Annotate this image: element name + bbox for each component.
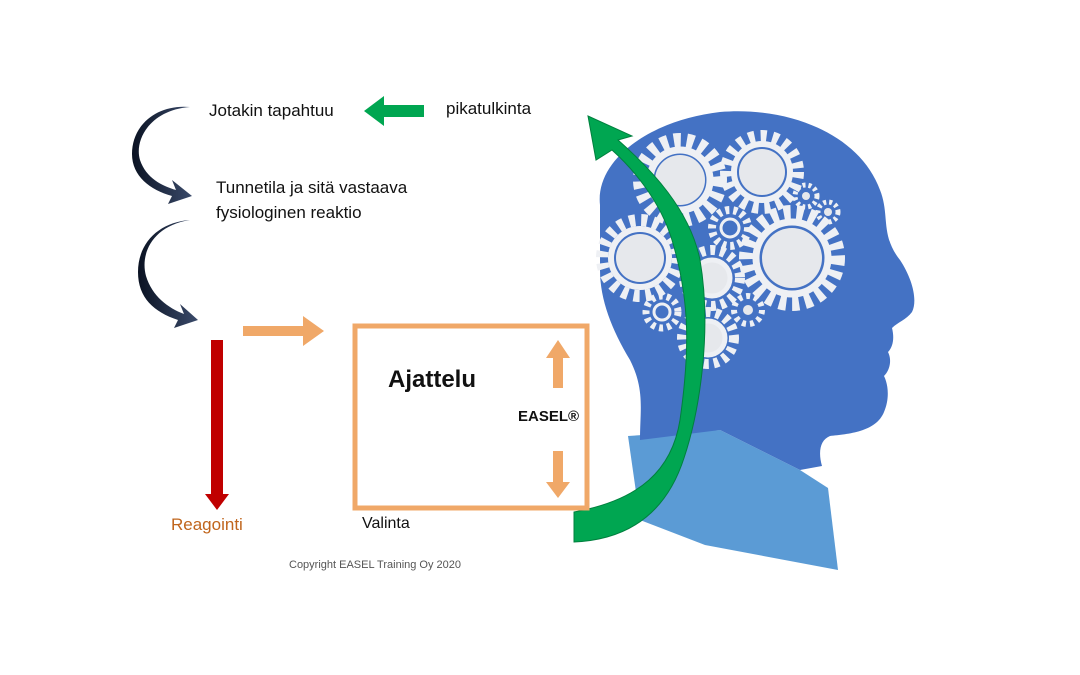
gear-icon (720, 130, 804, 214)
gear-icon (731, 293, 765, 327)
emotion-label: Tunnetila ja sitä vastaava fysiologinen … (216, 178, 408, 222)
gear-icon (708, 206, 752, 250)
easel-label: EASEL® (518, 408, 580, 425)
arrow-up-icon (546, 340, 570, 388)
arrow-down-red-icon (205, 340, 229, 510)
quick-interpretation-arrow (573, 115, 706, 543)
gear-icon (596, 214, 684, 302)
arrow-right-icon (243, 316, 324, 346)
thinking-box (352, 323, 590, 511)
gear-icon (739, 205, 845, 311)
gear-icon (815, 199, 841, 225)
copyright-text: Copyright EASEL Training Oy 2020 (289, 559, 462, 571)
choice-label: Valinta (362, 515, 410, 532)
reaction-label: Reagointi (171, 515, 243, 534)
curved-arrow-icon (138, 220, 198, 328)
gear-icon (642, 292, 682, 332)
arrow-down-icon (546, 451, 570, 498)
arrow-left-icon (364, 96, 424, 126)
curved-arrow-icon (132, 106, 192, 204)
quick-interpretation-label: pikatulkinta (446, 99, 532, 118)
thinking-label: Ajattelu (388, 366, 477, 393)
gear-icon (792, 182, 820, 210)
event-label: Jotakin tapahtuu (209, 101, 334, 120)
